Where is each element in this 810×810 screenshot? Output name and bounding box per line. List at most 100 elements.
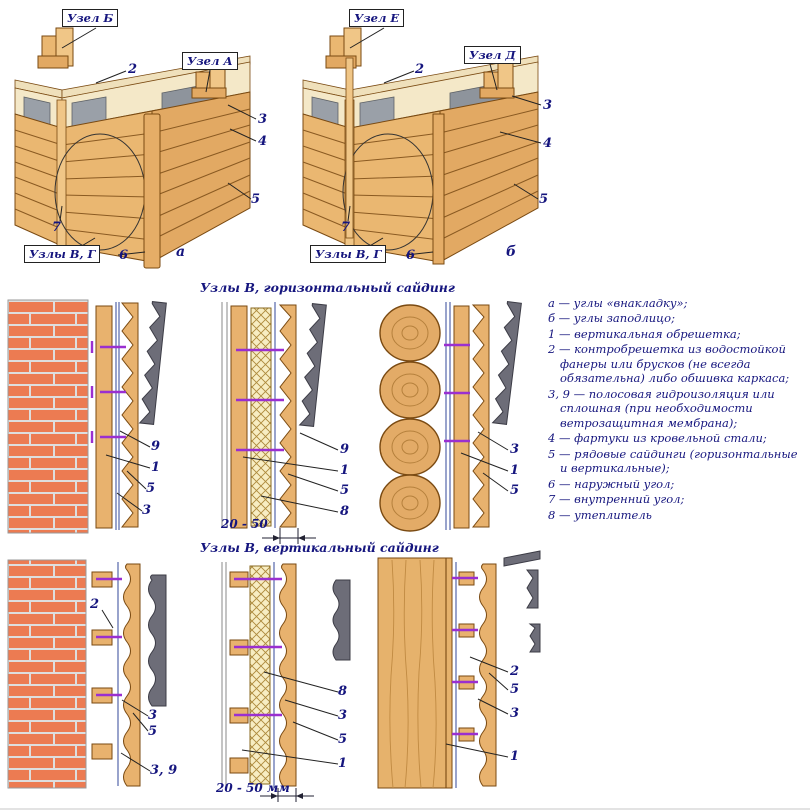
- callout-4: 4: [543, 136, 553, 151]
- fasteners: [90, 341, 126, 443]
- fasteners: [234, 577, 282, 717]
- node-label-b: Узел Б: [62, 9, 119, 27]
- gray-siding-panel: [491, 301, 522, 425]
- dimension-lines: [262, 528, 316, 544]
- callout-1: 1: [340, 463, 350, 478]
- gray-siding-panel: [332, 579, 351, 661]
- gray-trim-piece: [503, 550, 541, 567]
- dimension-gap: 20 - 50: [221, 517, 268, 531]
- callout-9: 9: [151, 439, 161, 454]
- callout-6: 6: [406, 248, 416, 263]
- fasteners: [452, 576, 478, 736]
- brick-wall: [7, 559, 87, 789]
- callout-5: 5: [146, 481, 156, 496]
- dim-arrow-left: [273, 535, 280, 541]
- legend-item: 6 — наружный угол;: [548, 476, 675, 491]
- callout-8: 8: [340, 504, 350, 519]
- callout-5: 5: [148, 724, 158, 739]
- callout-9: 9: [340, 442, 350, 457]
- battens: [229, 571, 249, 774]
- legend-item: 1 — вертикальная обрешетка;: [548, 326, 741, 341]
- legend-item: 4 — фартуки из кровельной стали;: [548, 431, 767, 446]
- middle-brick-detail: [7, 299, 167, 534]
- legend-item: 8 — утеплитель: [548, 507, 652, 522]
- bottom-insulated-detail: [221, 562, 351, 802]
- callout-5: 5: [539, 192, 549, 207]
- legend-item: 2 — контробрешетка из водостойкой фанеры…: [548, 342, 790, 386]
- callout-3: 3: [142, 503, 152, 518]
- variant-letter-a: а: [176, 244, 186, 260]
- callout-5: 5: [510, 682, 520, 697]
- timber-wall: [377, 557, 453, 789]
- corner-diagram-b: [302, 27, 539, 265]
- callout-7: 7: [341, 220, 351, 235]
- wall-edge-lines: [221, 562, 227, 788]
- gray-siding-piece-2: [528, 623, 541, 653]
- callout-5: 5: [510, 483, 520, 498]
- corner-diagram-a: [14, 27, 251, 269]
- leader-lines-top: [59, 27, 542, 256]
- callout-1: 1: [510, 463, 520, 478]
- vertical-siding-section: [479, 563, 497, 787]
- callout-4: 4: [258, 134, 268, 149]
- vertical-batten: [230, 305, 248, 529]
- callout-3: 3: [258, 112, 268, 127]
- fasteners: [96, 577, 122, 697]
- callout-3: 3: [543, 98, 553, 113]
- siding-section: [278, 304, 297, 528]
- leaders: [242, 432, 339, 513]
- membrane-lines: [445, 302, 451, 530]
- gray-siding-panel: [148, 574, 167, 707]
- fasteners: [444, 343, 470, 443]
- callout-2: 2: [415, 62, 425, 77]
- outer-corner-trim: [143, 113, 161, 269]
- variant-letter-b: б: [506, 244, 517, 260]
- leaders: [241, 671, 339, 765]
- callout-3-9: 3, 9: [150, 763, 178, 778]
- wall-edge-lines: [221, 302, 228, 528]
- dim-arrow-left: [271, 793, 278, 799]
- membrane-lines: [115, 302, 120, 530]
- leaders: [445, 656, 509, 758]
- inner-corner-board: [345, 57, 354, 239]
- nodes-label-vg-left: Узлы В, Г: [24, 245, 101, 263]
- callout-1: 1: [510, 749, 520, 764]
- vertical-batten: [453, 305, 470, 529]
- callout-2: 2: [90, 597, 100, 612]
- middle-insulated-detail: [221, 302, 339, 544]
- bottom-timber-detail: [377, 550, 541, 789]
- node-label-d: Узел Д: [464, 46, 521, 64]
- callout-2: 2: [510, 664, 520, 679]
- log-wall: [379, 304, 441, 532]
- legend-item: 3, 9 — полосовая гидроизоляция или сплош…: [548, 386, 775, 430]
- vertical-batten: [95, 305, 113, 529]
- bottom-brick-detail: [7, 559, 167, 789]
- battens: [458, 571, 475, 742]
- callout-1: 1: [338, 756, 348, 771]
- wood-grain: [389, 559, 437, 789]
- callout-5: 5: [251, 192, 261, 207]
- dim-arrow-right: [298, 535, 305, 541]
- leaders: [101, 609, 151, 772]
- callout-7: 7: [52, 220, 62, 235]
- dimension-lines: [260, 788, 314, 802]
- gray-siding-panel: [138, 301, 167, 425]
- vertical-siding-section: [279, 563, 297, 787]
- insulation-layer: [249, 565, 271, 785]
- callout-1: 1: [151, 460, 161, 475]
- brick-wall: [7, 299, 89, 534]
- gray-siding-panel: [298, 303, 327, 427]
- legend-item: 5 — рядовые сайдинги (горизонтальные и в…: [548, 446, 798, 476]
- callout-3: 3: [338, 708, 348, 723]
- flush-corner-trim: [432, 113, 445, 265]
- middle-log-detail: [379, 301, 522, 532]
- nodes-label-vg-right: Узлы В, Г: [310, 245, 387, 263]
- leaders: [460, 431, 509, 492]
- callout-5: 5: [338, 732, 348, 747]
- siding-section: [120, 302, 139, 528]
- callout-3: 3: [148, 708, 158, 723]
- legend-item: а — углы «внакладку»;: [548, 296, 688, 310]
- vertical-siding-section: [123, 563, 141, 787]
